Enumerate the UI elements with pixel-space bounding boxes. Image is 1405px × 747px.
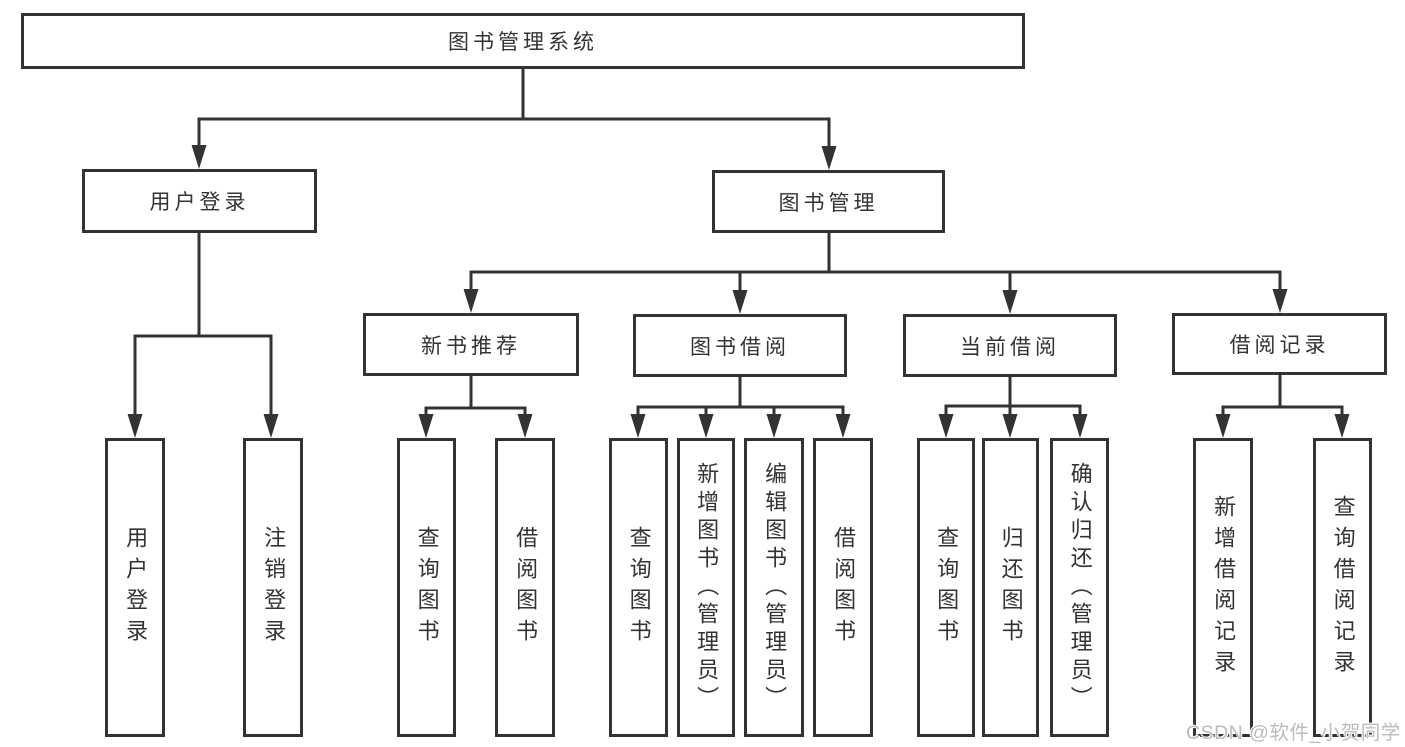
node-leaf-user-login: 用户登录 bbox=[105, 438, 165, 737]
node-leaf-borrow-add-admin: 新增图书（管理员） bbox=[677, 438, 735, 737]
node-category-borrow-records: 借阅记录 bbox=[1172, 313, 1387, 375]
node-label: 借阅图书 bbox=[513, 525, 539, 650]
node-leaf-newbooks-borrow: 借阅图书 bbox=[495, 438, 555, 737]
node-label: 确认归还（管理员） bbox=[1067, 461, 1093, 714]
node-leaf-current-return: 归还图书 bbox=[982, 438, 1039, 737]
node-category-current-borrow: 当前借阅 bbox=[903, 314, 1117, 377]
node-leaf-newbooks-query: 查询图书 bbox=[397, 438, 456, 737]
node-label: 用户登录 bbox=[123, 525, 149, 650]
node-category-new-books: 新书推荐 bbox=[363, 313, 579, 376]
node-label: 借阅记录 bbox=[1229, 334, 1330, 357]
node-root-label: 图书管理系统 bbox=[448, 31, 598, 54]
node-label: 查询图书 bbox=[414, 525, 440, 650]
node-label: 图书管理 bbox=[778, 191, 879, 215]
node-label: 查询借阅记录 bbox=[1330, 494, 1356, 681]
node-leaf-borrow-query: 查询图书 bbox=[609, 438, 668, 737]
node-leaf-borrow-borrow: 借阅图书 bbox=[813, 438, 873, 737]
node-leaf-logout: 注销登录 bbox=[243, 438, 303, 737]
node-branch-book-management: 图书管理 bbox=[712, 170, 945, 233]
node-label: 归还图书 bbox=[998, 525, 1024, 650]
node-leaf-borrow-edit-admin: 编辑图书（管理员） bbox=[744, 438, 804, 737]
node-leaf-records-add: 新增借阅记录 bbox=[1193, 438, 1253, 737]
node-leaf-records-query: 查询借阅记录 bbox=[1313, 438, 1372, 737]
node-label: 新增图书（管理员） bbox=[694, 461, 720, 714]
node-branch-user-login: 用户登录 bbox=[82, 169, 317, 233]
node-leaf-current-query: 查询图书 bbox=[917, 438, 975, 737]
node-category-book-borrow: 图书借阅 bbox=[633, 314, 847, 377]
node-label: 借阅图书 bbox=[831, 525, 857, 650]
node-root-system: 图书管理系统 bbox=[21, 13, 1025, 69]
node-label: 图书借阅 bbox=[690, 335, 790, 359]
node-label: 用户登录 bbox=[149, 191, 250, 214]
node-label: 新书推荐 bbox=[421, 334, 521, 358]
arrowheads bbox=[127, 145, 1350, 438]
node-leaf-current-confirm-admin: 确认归还（管理员） bbox=[1050, 438, 1109, 737]
connector-lines bbox=[133, 69, 1344, 419]
node-label: 查询图书 bbox=[626, 525, 652, 650]
node-label: 编辑图书（管理员） bbox=[762, 461, 788, 714]
node-label: 注销登录 bbox=[261, 525, 287, 650]
node-label: 新增借阅记录 bbox=[1211, 494, 1237, 681]
watermark: CSDN @软件_小贺同学 bbox=[1186, 722, 1401, 744]
node-label: 当前借阅 bbox=[960, 335, 1060, 359]
node-label: 查询图书 bbox=[934, 525, 960, 650]
